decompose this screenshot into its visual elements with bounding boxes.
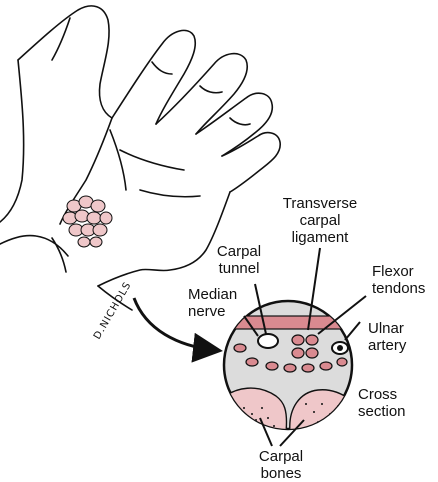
label-transverse-carpal-ligament: Transverse carpal ligament xyxy=(268,195,372,246)
diagram-canvas: Transverse carpal ligament Carpal tunnel… xyxy=(0,5,425,482)
label-line: Flexor xyxy=(372,263,414,280)
label-line: bones xyxy=(260,465,302,482)
label-line: section xyxy=(358,403,406,420)
label-cross-section: Cross section xyxy=(358,386,406,420)
pointer-arrow xyxy=(132,297,223,363)
label-line: Ulnar xyxy=(368,320,404,337)
label-carpal-bones: Carpal bones xyxy=(246,448,316,482)
flexor-tendon-shapes xyxy=(233,334,348,373)
label-median-nerve: Median nerve xyxy=(188,286,237,320)
label-line: nerve xyxy=(188,303,226,320)
label-line: tendons xyxy=(372,280,426,297)
cross-section xyxy=(222,299,354,431)
median-nerve-shape xyxy=(257,333,279,349)
label-line: tunnel xyxy=(218,260,260,277)
label-line: carpal xyxy=(299,212,341,229)
label-line: Transverse xyxy=(282,195,358,212)
hand-carpal-bones xyxy=(62,195,113,248)
label-carpal-tunnel: Carpal tunnel xyxy=(204,243,274,277)
label-line: ligament xyxy=(291,229,349,246)
label-flexor-tendons: Flexor tendons xyxy=(372,263,425,297)
label-line: Carpal xyxy=(258,448,304,465)
label-line: artery xyxy=(368,337,407,354)
label-line: Carpal xyxy=(216,243,262,260)
illustration xyxy=(0,5,367,447)
label-line: Cross xyxy=(358,386,398,403)
hand-drawing xyxy=(0,5,281,311)
leader-lines xyxy=(243,247,367,447)
label-line: Median xyxy=(188,286,238,303)
label-ulnar-artery: Ulnar artery xyxy=(368,320,406,354)
